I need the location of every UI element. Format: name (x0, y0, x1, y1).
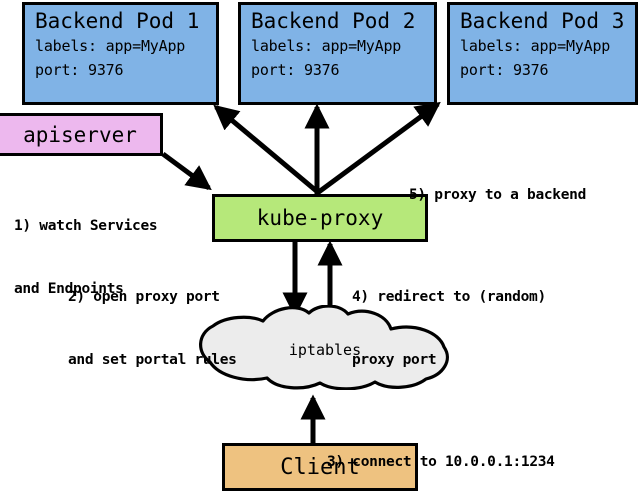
kube-proxy-label: kube-proxy (256, 206, 384, 230)
edge-label-step-3-line-1: 3) connect to 10.0.0.1:1234 (327, 454, 555, 470)
edge-apiserver-to-kubeproxy (161, 151, 212, 191)
edge-label-step-1: 1) watch Services and Endpoints (14, 174, 158, 342)
edge-label-step-4-line-2: proxy port (352, 352, 437, 368)
node-kube-proxy[interactable]: kube-proxy (212, 194, 428, 242)
pod-2-labels: labels: app=MyApp (251, 37, 402, 55)
edge-label-step-1-line-1: 1) watch Services (14, 218, 158, 234)
edge-label-step-5-line-1: 5) proxy to a backend (409, 187, 587, 203)
edge-label-step-2-line-2: and set portal rules (68, 352, 237, 368)
edge-label-step-5: 5) proxy to a backend (409, 143, 586, 248)
client-label: Client (280, 454, 360, 480)
edge-label-step-4-line-1: 4) redirect to (random) (352, 289, 546, 305)
node-backend-pod-1[interactable]: Backend Pod 1 labels: app=MyApp port: 93… (22, 2, 219, 105)
cloud-shape (199, 305, 449, 390)
pod-3-labels: labels: app=MyApp (460, 37, 611, 55)
node-apiserver[interactable]: apiserver (0, 113, 163, 156)
iptables-label: iptables (288, 340, 362, 359)
pod-3-name: Backend Pod 3 (460, 9, 625, 33)
apiserver-label: apiserver (23, 122, 137, 147)
node-backend-pod-2[interactable]: Backend Pod 2 labels: app=MyApp port: 93… (238, 2, 437, 105)
pod-1-name: Backend Pod 1 (35, 9, 200, 33)
pod-1-labels: labels: app=MyApp (35, 37, 186, 55)
edge-label-step-2-line-1: 2) open proxy port (68, 289, 220, 305)
node-iptables-cloud[interactable]: iptables (185, 305, 465, 390)
edge-label-step-2: 2) open proxy port and set portal rules (68, 245, 237, 413)
pod-1-port: port: 9376 (35, 61, 124, 79)
pod-2-port: port: 9376 (251, 61, 340, 79)
edge-kubeproxy-to-pod1 (213, 104, 322, 196)
pod-2-name: Backend Pod 2 (251, 9, 416, 33)
node-client[interactable]: Client (222, 443, 418, 491)
pod-3-port: port: 9376 (460, 61, 549, 79)
edge-label-step-1-line-2: and Endpoints (14, 281, 124, 297)
node-backend-pod-3[interactable]: Backend Pod 3 labels: app=MyApp port: 93… (447, 2, 638, 105)
edge-label-step-3: 3) connect to 10.0.0.1:1234 (327, 410, 555, 494)
edge-label-step-4: 4) redirect to (random) proxy port (352, 245, 546, 413)
